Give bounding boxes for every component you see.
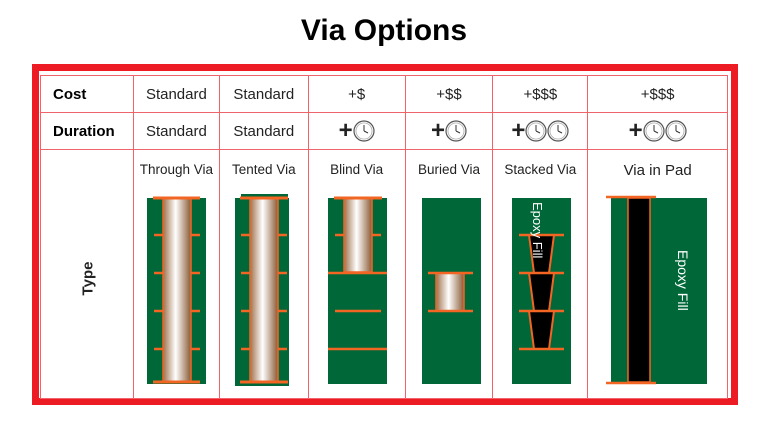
plus-sign: + xyxy=(430,117,445,144)
clock-icon xyxy=(445,120,467,142)
duration-cell: + xyxy=(587,112,728,150)
clock-icon xyxy=(665,120,687,142)
via-type-label: Stacked Via xyxy=(504,162,577,177)
cost-cell: +$ xyxy=(307,75,406,113)
plus-sign: + xyxy=(338,117,353,144)
via-type-label: Through Via xyxy=(139,162,214,177)
cost-cell: Standard xyxy=(132,75,220,113)
cost-cell: +$$$ xyxy=(587,75,728,113)
plus-sign: + xyxy=(511,117,526,144)
via-type-label: Via in Pad xyxy=(623,162,692,179)
epoxy-fill-label: Epoxy Fill xyxy=(675,250,691,311)
via-type-label: Buried Via xyxy=(417,162,480,177)
table-frame xyxy=(32,64,738,405)
type-cell: Buried Via xyxy=(404,149,494,399)
clock-icon xyxy=(353,120,375,142)
buried-via-diagram xyxy=(421,198,481,384)
page-title: Via Options xyxy=(300,14,468,47)
type-cell: Through Via xyxy=(132,149,220,399)
type-cell: Tented Via xyxy=(218,149,309,399)
epoxy-fill-label: Epoxy Fill xyxy=(530,202,545,258)
clock-icon xyxy=(643,120,665,142)
type-row: Type Through Via Tented Via Blind Via Bu… xyxy=(40,149,728,399)
blind-via-diagram xyxy=(327,196,387,384)
tented-via-diagram xyxy=(234,194,289,386)
via-in-pad-diagram: Epoxy Fill xyxy=(606,195,708,385)
cost-cell: +$$ xyxy=(404,75,494,113)
clock-icon xyxy=(525,120,547,142)
cost-cell: +$$$ xyxy=(492,75,589,113)
stacked-via-diagram: Epoxy Fill xyxy=(512,198,572,384)
type-cell: Blind Via xyxy=(307,149,406,399)
duration-cell: Standard xyxy=(218,112,309,150)
duration-row: Duration Standard Standard + + + + xyxy=(40,112,728,150)
type-cell: Stacked Via Epoxy Fill xyxy=(492,149,589,399)
through-via-diagram xyxy=(146,196,206,384)
cost-cell: Standard xyxy=(218,75,309,113)
type-cell: Via in Pad Epoxy Fill xyxy=(587,149,728,399)
type-header-cell: Type xyxy=(40,149,134,399)
type-header: Type xyxy=(79,261,97,296)
via-type-label: Blind Via xyxy=(330,162,384,177)
duration-header: Duration xyxy=(40,112,134,150)
via-options-table: Cost Standard Standard +$ +$$ +$$$ +$$$ … xyxy=(40,75,728,399)
plus-sign: + xyxy=(628,117,643,144)
cost-row: Cost Standard Standard +$ +$$ +$$$ +$$$ xyxy=(40,75,728,113)
cost-header: Cost xyxy=(40,75,134,113)
via-type-label: Tented Via xyxy=(232,162,296,177)
clock-icon xyxy=(547,120,569,142)
duration-cell: + xyxy=(307,112,406,150)
duration-cell: + xyxy=(404,112,494,150)
duration-cell: + xyxy=(492,112,589,150)
duration-cell: Standard xyxy=(132,112,220,150)
